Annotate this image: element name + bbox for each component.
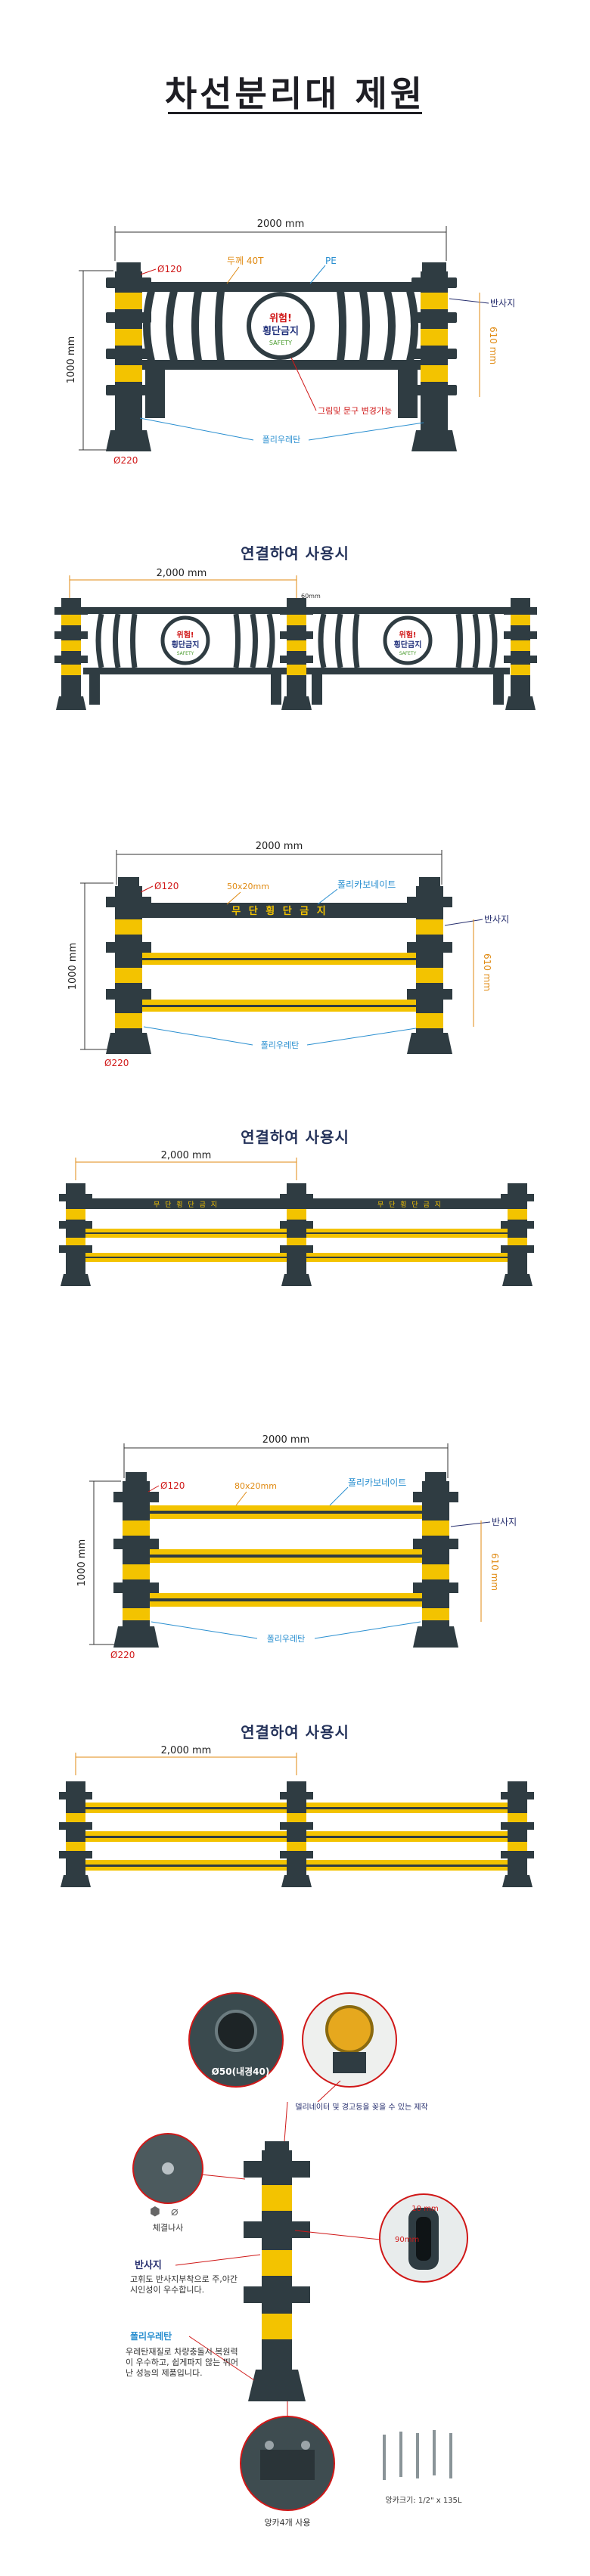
width-dimension: 2000 mm	[256, 841, 303, 852]
connect-sign-a-line-2: 횡단금지	[172, 640, 200, 649]
bolt-icon: ⌀	[171, 2204, 179, 2218]
reflector-desc: 고휘도 반사지부착으로 주,야간 시인성이 우수합니다.	[130, 2274, 238, 2295]
connect-width-label: 2,000 mm	[161, 1150, 212, 1161]
diameter-bottom-label: Ø220	[113, 455, 138, 466]
left-post	[106, 877, 151, 1054]
height-dimension: 1000 mm	[76, 1539, 88, 1587]
connect-sign-b-line-3: SAFETY	[399, 651, 417, 656]
sign-line-2: 횡단금지	[262, 325, 299, 337]
reflector-height-label: 610 mm	[489, 1553, 500, 1591]
connect-rail-text-a: 무 단 횡 단 금 지	[154, 1200, 219, 1209]
section-heading-connect-1: 연결하여 사용시	[241, 544, 349, 563]
insert-note: 델리네이터 및 경고등을 꽂을 수 있는 제작	[295, 2102, 427, 2112]
connect-sign-a-line-1: 위험!	[177, 630, 194, 640]
connect-sign-b-line-2: 횡단금지	[394, 640, 422, 649]
connect-width-label: 2,000 mm	[157, 568, 207, 579]
hex-nut-icon: ⬢	[150, 2204, 160, 2218]
material-label: PE	[325, 256, 337, 266]
panel-connected-diagram: 2,000 mm 60mm 위험! 횡단금지 SAFETY 위험! 횡단금지 S…	[54, 568, 537, 710]
bar80-connected-diagram: 2,000 mm	[59, 1745, 534, 1887]
sign-line-1: 위험!	[269, 312, 292, 324]
section-heading-connect-3: 연결하여 사용시	[241, 1723, 349, 1741]
anchor-size-label: 앙카크기: 1/2" x 135L	[386, 2496, 462, 2505]
detail-diagram: Ø50(내경40) 델리네이터 및 경고등을 꽂을 수 있는 제작 ⬢ ⌀ 체결…	[130, 1992, 468, 2528]
diameter-top-label: Ø120	[160, 1480, 185, 1491]
base-desc: 우레탄재질로 차량충돌시 복원력이 우수하고, 쉽게파지 않는 뛰어난 성능의 …	[126, 2347, 239, 2378]
base-material-label: 폴리우레탄	[267, 1634, 306, 1644]
connect-sign-a-line-3: SAFETY	[177, 651, 194, 656]
panel-frame	[133, 282, 428, 291]
reflector-label: 반사지	[484, 914, 509, 925]
material-label: 폴리카보네이트	[337, 879, 396, 890]
base-material-label: 폴리우레탄	[261, 1040, 300, 1050]
anchor-label: 앙카4개 사용	[264, 2518, 310, 2528]
bar50-diagram: 2000 mm 1000 mm 무 단 횡 단 금 지 Ø120 50x20mm…	[67, 841, 509, 1068]
connect-sign-b-line-1: 위험!	[399, 630, 417, 640]
sign-line-3: SAFETY	[269, 339, 292, 346]
bolt-label: 체결나사	[153, 2223, 183, 2233]
height-dimension: 1000 mm	[67, 943, 79, 990]
connect-posts	[54, 598, 537, 710]
panel-diagram: 2000 mm 1000 mm 위험! 횡단금지 SAFETY Ø120 두께 …	[66, 219, 515, 466]
reflector-label: 반사지	[492, 1517, 517, 1527]
top-rail	[129, 903, 431, 918]
dim-90-label: 90mm	[395, 2236, 419, 2244]
connect-rail-text-b: 무 단 횡 단 금 지	[377, 1200, 442, 1209]
page-title: 차선분리대 제원	[164, 73, 426, 114]
title-underline	[168, 112, 422, 114]
warning-sign	[247, 292, 315, 360]
right-post	[413, 1472, 458, 1648]
height-dimension: 1000 mm	[66, 336, 77, 384]
diameter-top-label: Ø120	[154, 881, 179, 891]
connect-posts	[59, 1781, 534, 1887]
yellow-bars	[129, 953, 431, 1012]
custom-note-label: 그림및 문구 변경가능	[318, 406, 392, 416]
width-dimension: 2000 mm	[262, 1434, 310, 1446]
connect-posts	[59, 1183, 534, 1286]
width-dimension: 2000 mm	[257, 219, 305, 230]
right-post	[411, 262, 457, 451]
diameter-bottom-label: Ø220	[104, 1058, 129, 1068]
dim-10-label: 10 mm	[411, 2205, 438, 2213]
diameter-top-label: Ø120	[157, 264, 182, 274]
left-post	[113, 1472, 159, 1648]
base-material-label: 폴리우레탄	[262, 435, 301, 445]
section-heading-connect-2: 연결하여 사용시	[241, 1128, 349, 1146]
bar80-diagram: 2000 mm 1000 mm Ø120 80x20mm 폴리카보네이트 반사지…	[76, 1434, 517, 1660]
bar50-connected-diagram: 2,000 mm 무 단 횡 단 금 지 무 단 횡 단 금 지	[59, 1150, 534, 1286]
left-post	[106, 262, 151, 451]
diameter-bottom-label: Ø220	[110, 1650, 135, 1660]
bar-size-label: 80x20mm	[234, 1481, 277, 1491]
right-post	[407, 877, 452, 1054]
reflector-label: 반사지	[490, 298, 515, 308]
yellow-bars	[136, 1505, 439, 1607]
bar-size-label: 50x20mm	[227, 882, 269, 891]
reflector-height-label: 610 mm	[488, 327, 498, 364]
anchor-bolts-icon	[383, 2430, 452, 2480]
material-label: 폴리카보네이트	[348, 1477, 406, 1488]
base-title: 폴리우레탄	[130, 2330, 172, 2342]
connect-width-label: 2,000 mm	[161, 1745, 212, 1756]
rail-text: 무 단 횡 단 금 지	[231, 905, 328, 917]
reflector-height-label: 610 mm	[482, 953, 492, 991]
inner-diameter-label: Ø50(내경40)	[212, 2066, 270, 2077]
reflector-title: 반사지	[135, 2259, 162, 2271]
detail-post	[244, 2141, 310, 2401]
connect-gap-label: 60mm	[301, 593, 321, 600]
thickness-label: 두께 40T	[227, 256, 264, 266]
